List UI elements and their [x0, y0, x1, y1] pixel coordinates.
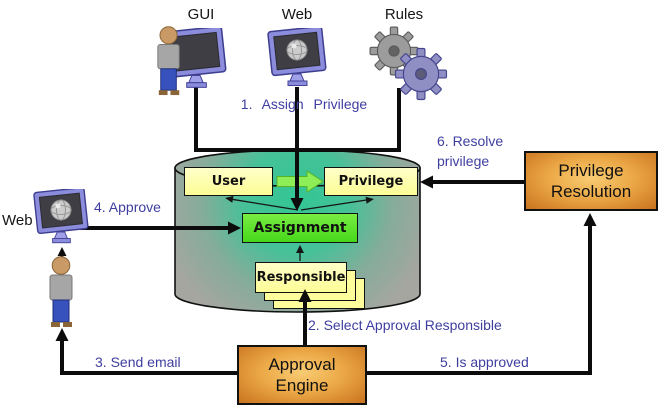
gears-icon	[369, 26, 448, 101]
responsible-entity: Responsible	[255, 262, 347, 293]
step4-approve-label: 4. Approve	[94, 199, 161, 215]
privilege-resolution-box: Privilege Resolution	[524, 151, 658, 211]
approver-globe-monitor-icon	[33, 189, 89, 244]
step6-resolve-privilege-label: 6. Resolve privilege	[437, 133, 504, 169]
web-approver-label: Web	[2, 212, 33, 229]
web-source-label: Web	[281, 6, 313, 23]
privilege-entity: Privilege	[324, 167, 418, 196]
user-to-privilege-green-arrow	[276, 170, 324, 193]
arrow-approve	[80, 221, 241, 235]
assignment-entity: Assignment	[242, 213, 358, 243]
approval-engine-line1: Approval	[268, 355, 336, 374]
privilege-resolution-line1: Privilege	[558, 161, 624, 180]
arrow-resolve-privilege	[420, 175, 524, 189]
step1-assign-privilege-label: 1. Assign Privilege	[240, 96, 368, 112]
gui-source-label: GUI	[187, 6, 215, 23]
rules-source-label: Rules	[384, 6, 424, 23]
approval-engine-box: Approval Engine	[237, 345, 367, 405]
person-at-monitor-icon	[157, 26, 227, 96]
approval-engine-line2: Engine	[275, 376, 329, 395]
approver-person-icon	[49, 256, 73, 328]
user-entity: User	[184, 167, 273, 196]
privilege-resolution-line2: Resolution	[550, 182, 632, 201]
arrow-person-to-web	[57, 247, 67, 266]
step3-send-email-label: 3. Send email	[95, 354, 181, 370]
globe-monitor-icon	[267, 28, 327, 87]
step2-select-responsible-label: 2. Select Approval Responsible	[308, 317, 502, 333]
step5-is-approved-label: 5. Is approved	[440, 354, 529, 370]
arrow-is-approved	[367, 213, 597, 375]
